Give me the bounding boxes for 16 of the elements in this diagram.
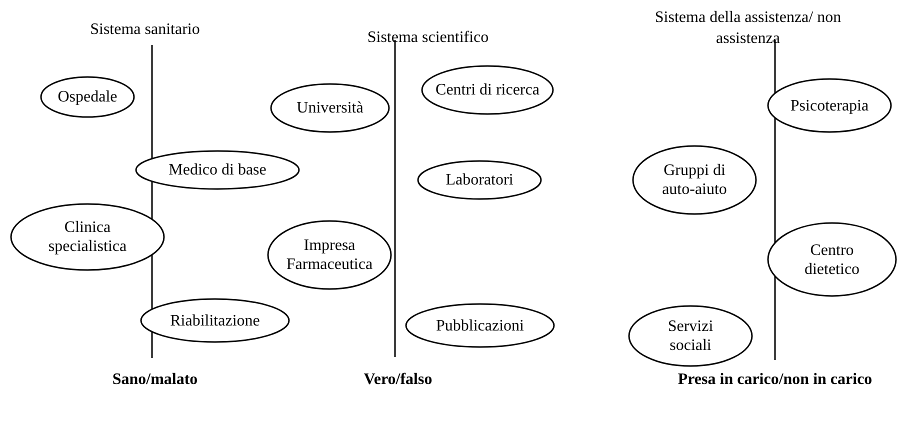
node-label: Psicoterapia xyxy=(789,96,870,116)
section-heading: Sistema sanitario xyxy=(89,20,201,40)
node-label: Pubblicazioni xyxy=(435,316,525,336)
section-heading: Sistema scientifico xyxy=(366,28,490,48)
node-label: Medico di base xyxy=(168,160,268,180)
node-label: Clinica specialistica xyxy=(47,218,128,256)
node-label: Centri di ricerca xyxy=(434,80,540,100)
node-label: Laboratori xyxy=(444,170,514,190)
node-label: Ospedale xyxy=(56,87,118,107)
node-label: Riabilitazione xyxy=(169,310,261,330)
section-heading: Sistema della assistenza/ non assistenza xyxy=(654,8,842,49)
node-label: Università xyxy=(296,98,364,118)
node-label: Gruppi di auto-aiuto xyxy=(661,160,728,200)
node-label: Centro dietetico xyxy=(803,240,861,279)
node-label: Impresa Farmaceutica xyxy=(285,236,374,274)
node-label: Servizi sociali xyxy=(666,316,714,356)
